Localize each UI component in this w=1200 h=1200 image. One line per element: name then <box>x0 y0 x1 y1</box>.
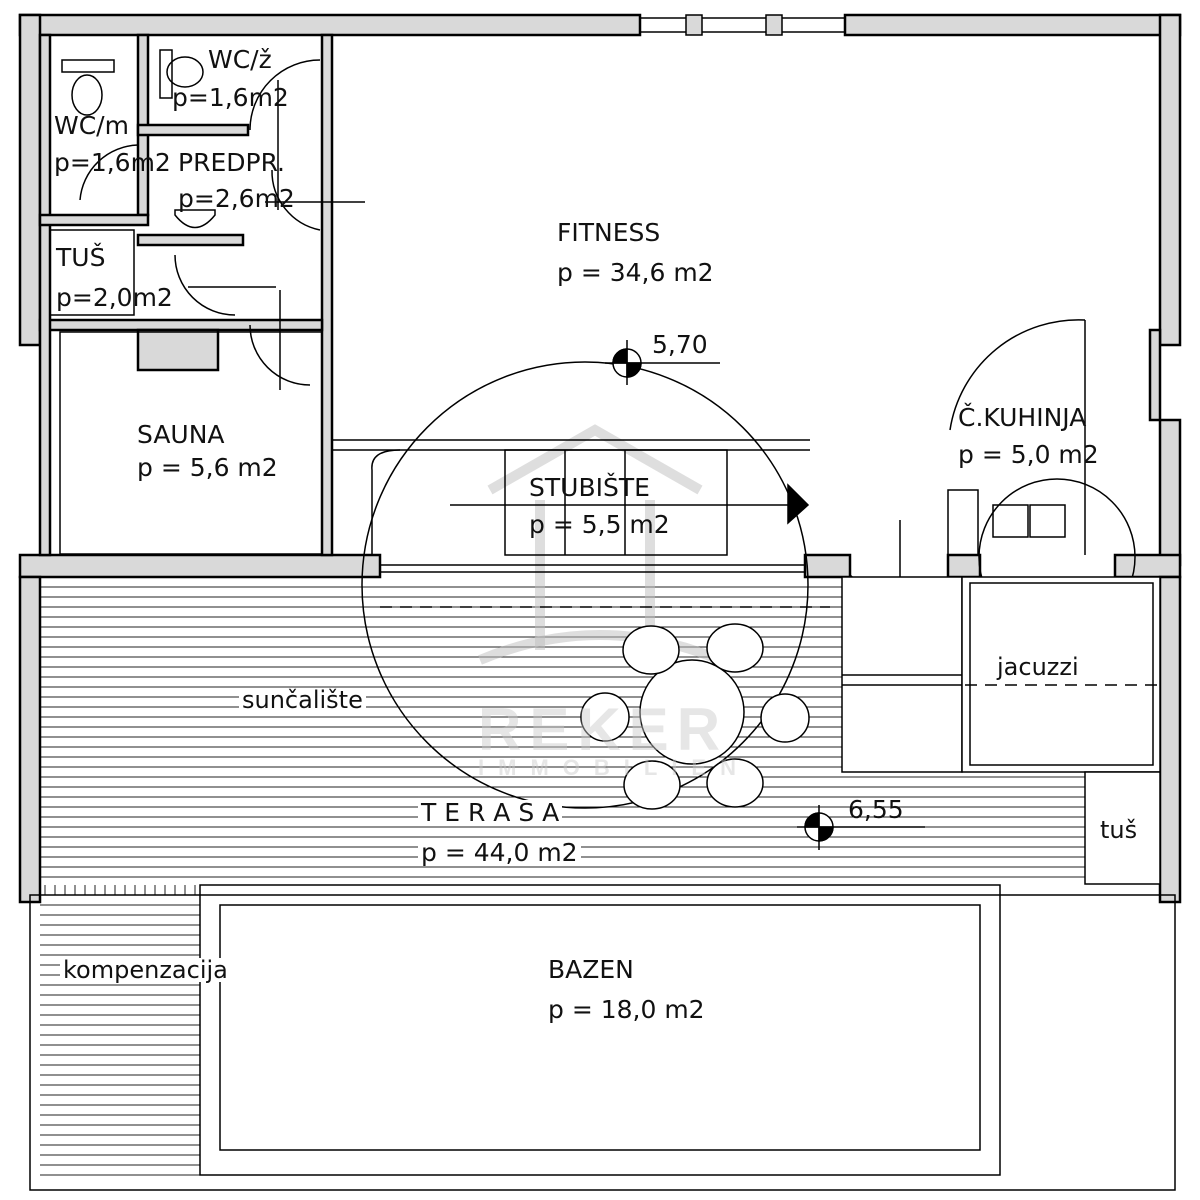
jacuzzi-label: jacuzzi <box>994 655 1082 679</box>
wall-right-lower <box>1158 418 1182 567</box>
level-marker-upper <box>605 340 720 385</box>
tus-label: tuš <box>1100 816 1138 844</box>
room-stubiste-name: STUBIŠTE <box>529 473 650 502</box>
walls <box>18 13 1182 904</box>
room-wc-m-name: WC/m <box>54 111 129 140</box>
room-bazen-area: p = 18,0 m2 <box>548 995 705 1024</box>
wall-right <box>1158 13 1182 347</box>
wall-top-right <box>843 13 1182 37</box>
watermark-sub: IMMOBILIEN <box>478 755 750 780</box>
room-kuhinja-name: Č.KUHINJA <box>958 403 1087 432</box>
room-predpr-area: p=2,6m2 <box>178 184 295 213</box>
wall-terrace-right <box>1158 575 1182 904</box>
room-tus-area: p=2,0m2 <box>56 283 173 312</box>
room-wc-z-area: p=1,6m2 <box>172 83 289 112</box>
watermark-logo <box>478 424 722 665</box>
room-fitness-name: FITNESS <box>557 218 661 247</box>
room-wc-m-area: p=1,6m2 <box>54 148 171 177</box>
room-fitness-area: p = 34,6 m2 <box>557 258 714 287</box>
wall-mid-left <box>18 553 382 579</box>
level-marker-terrace <box>797 805 925 850</box>
room-stubiste-area: p = 5,5 m2 <box>529 510 670 539</box>
room-predpr-name: PREDPR. <box>178 148 285 177</box>
room-bazen-name: BAZEN <box>548 955 634 984</box>
room-terasa-area: p = 44,0 m2 <box>418 840 581 865</box>
level-terrace-value: 6,55 <box>848 795 904 824</box>
room-tus-name: TUŠ <box>56 243 106 272</box>
watermark-brand: REKER <box>478 696 729 763</box>
wall-left <box>18 13 42 347</box>
fixtures <box>29 14 1176 1191</box>
suncaliste-label: sunčalište <box>239 688 366 712</box>
wall-terrace-left <box>18 575 42 904</box>
level-upper-value: 5,70 <box>652 330 708 359</box>
wall-mid-right <box>1113 553 1182 579</box>
room-sauna-name: SAUNA <box>137 420 225 449</box>
room-kuhinja-area: p = 5,0 m2 <box>958 440 1099 469</box>
kompenzacija-label: kompenzacija <box>60 958 231 982</box>
wall-mid-pillar <box>803 553 852 579</box>
room-sauna-area: p = 5,6 m2 <box>137 453 278 482</box>
wall-top-left <box>18 13 642 37</box>
room-terasa-name: T E R A S A <box>418 800 563 825</box>
wall-mid-kitchen <box>946 553 982 579</box>
wall-fitness-left <box>320 33 334 557</box>
room-wc-z-name: WC/ž <box>208 45 272 74</box>
